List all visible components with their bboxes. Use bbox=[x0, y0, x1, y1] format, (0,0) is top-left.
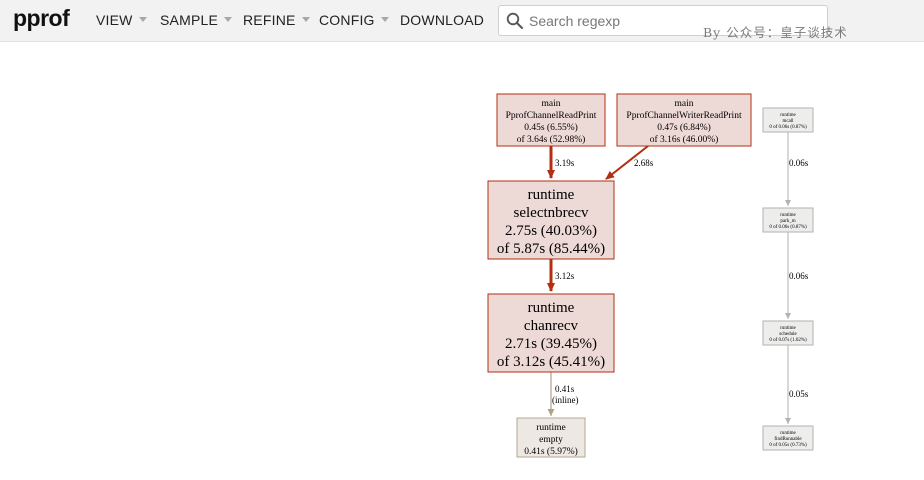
edge-label-inline: (inline) bbox=[552, 395, 579, 405]
node-function: schedule bbox=[779, 332, 797, 337]
node-cum: of 3.12s (45.41%) bbox=[497, 354, 605, 370]
node-cum: of 5.87s (85.44%) bbox=[497, 241, 605, 257]
node-runtime-chanrecv[interactable]: runtime chanrecv 2.71s (39.45%) of 3.12s… bbox=[487, 293, 615, 373]
edge-label: 3.12s bbox=[555, 271, 575, 281]
node-runtime-schedule[interactable]: runtime schedule 0 of 0.07s (1.02%) bbox=[762, 320, 814, 346]
node-pprof-channel-writer-read-print[interactable]: main PprofChannelWriterReadPrint 0.47s (… bbox=[616, 93, 752, 147]
node-box bbox=[487, 180, 615, 260]
edge-chanrecv-empty[interactable]: 0.41s (inline) bbox=[547, 372, 579, 416]
node-runtime-mcall[interactable]: runtime mcall 0 of 0.06s (0.87%) bbox=[762, 107, 814, 133]
edge-reader-selectnbrecv[interactable]: 3.19s bbox=[547, 146, 575, 179]
node-package: main bbox=[542, 99, 561, 109]
node-flat: 0.45s (6.55%) bbox=[524, 122, 578, 133]
menu-view-label: VIEW bbox=[96, 12, 133, 28]
node-cum: 0 of 0.06s (0.87%) bbox=[769, 125, 807, 130]
chevron-down-icon bbox=[224, 16, 232, 22]
menu-view[interactable]: VIEW bbox=[96, 12, 147, 28]
node-cum: 0 of 0.07s (1.02%) bbox=[769, 338, 807, 343]
node-flat: 0.47s (6.84%) bbox=[657, 122, 711, 133]
node-cum: 0 of 0.06s (0.87%) bbox=[769, 225, 807, 230]
menu-sample-label: SAMPLE bbox=[160, 12, 218, 28]
node-box bbox=[762, 320, 814, 346]
node-function: mcall bbox=[782, 119, 794, 124]
edge-label: 2.68s bbox=[634, 158, 654, 168]
node-box bbox=[516, 417, 586, 458]
node-package: runtime bbox=[780, 113, 796, 118]
node-cum: of 3.16s (46.00%) bbox=[650, 134, 719, 145]
node-package: main bbox=[675, 99, 694, 109]
node-cum: 0 of 0.05s (0.73%) bbox=[769, 443, 807, 448]
node-pprof-channel-read-print[interactable]: main PprofChannelReadPrint 0.45s (6.55%)… bbox=[496, 93, 606, 147]
node-flat: 0.41s (5.97%) bbox=[524, 446, 578, 457]
menu-refine-label: REFINE bbox=[243, 12, 296, 28]
node-box bbox=[762, 207, 814, 233]
node-function: empty bbox=[539, 435, 563, 445]
search-box[interactable] bbox=[498, 5, 828, 36]
node-flat: 2.75s (40.03%) bbox=[505, 223, 597, 239]
edge-label: 0.41s bbox=[555, 384, 575, 394]
chevron-down-icon bbox=[380, 16, 389, 22]
watermark-text: By 公众号：皇子谈技术 bbox=[703, 25, 848, 40]
node-package: runtime bbox=[780, 326, 796, 331]
node-package: runtime bbox=[528, 300, 575, 316]
node-box bbox=[762, 107, 814, 133]
edge-schedule-findrunnable[interactable]: 0.05s bbox=[785, 345, 809, 424]
chevron-down-icon bbox=[301, 16, 310, 22]
edge-label: 0.06s bbox=[789, 271, 809, 281]
node-cum: of 3.64s (52.98%) bbox=[517, 134, 586, 145]
edge-selectnbrecv-chanrecv[interactable]: 3.12s bbox=[547, 259, 575, 292]
menu-sample[interactable]: SAMPLE bbox=[160, 12, 232, 28]
node-function: chanrecv bbox=[524, 318, 579, 334]
edge-label: 0.05s bbox=[789, 389, 809, 399]
node-package: runtime bbox=[536, 423, 566, 433]
menu-config-label: CONFIG bbox=[319, 12, 375, 28]
node-box bbox=[487, 293, 615, 373]
search-input[interactable] bbox=[527, 9, 821, 33]
node-function: selectnbrecv bbox=[514, 205, 589, 221]
edge-writer-selectnbrecv[interactable]: 2.68s bbox=[605, 145, 654, 180]
node-box bbox=[496, 93, 606, 147]
menu-download-label: DOWNLOAD bbox=[400, 12, 485, 28]
node-box bbox=[616, 93, 752, 147]
edge-label: 0.06s bbox=[789, 158, 809, 168]
node-flat: 2.71s (39.45%) bbox=[505, 336, 597, 352]
pprof-logo[interactable]: pprof bbox=[13, 5, 70, 31]
node-runtime-empty[interactable]: runtime empty 0.41s (5.97%) bbox=[516, 417, 586, 458]
node-box bbox=[762, 425, 814, 451]
node-function: PprofChannelReadPrint bbox=[506, 110, 597, 121]
menu-refine[interactable]: REFINE bbox=[243, 12, 310, 28]
node-runtime-findrunnable[interactable]: runtime findRunnable 0 of 0.05s (0.73%) bbox=[762, 425, 814, 451]
menu-download[interactable]: DOWNLOAD bbox=[400, 12, 484, 28]
node-package: runtime bbox=[528, 187, 575, 203]
chevron-down-icon bbox=[138, 16, 147, 22]
node-package: runtime bbox=[780, 431, 796, 436]
edge-park-m-schedule[interactable]: 0.06s bbox=[785, 232, 809, 319]
top-bar: pprof VIEW SAMPLE REFINE CONFIG DOWNLOAD… bbox=[0, 0, 924, 42]
node-function: PprofChannelWriterReadPrint bbox=[626, 110, 742, 121]
node-function: findRunnable bbox=[774, 437, 802, 442]
node-package: runtime bbox=[780, 213, 796, 218]
node-runtime-park-m[interactable]: runtime park_m 0 of 0.06s (0.87%) bbox=[762, 207, 814, 233]
node-runtime-selectnbrecv[interactable]: runtime selectnbrecv 2.75s (40.03%) of 5… bbox=[487, 180, 615, 260]
search-icon bbox=[506, 12, 523, 29]
menu-config[interactable]: CONFIG bbox=[319, 12, 389, 28]
edge-mcall-park-m[interactable]: 0.06s bbox=[785, 132, 809, 206]
edge-label: 3.19s bbox=[555, 158, 575, 168]
node-function: park_m bbox=[780, 219, 795, 224]
edge-line bbox=[605, 145, 649, 180]
